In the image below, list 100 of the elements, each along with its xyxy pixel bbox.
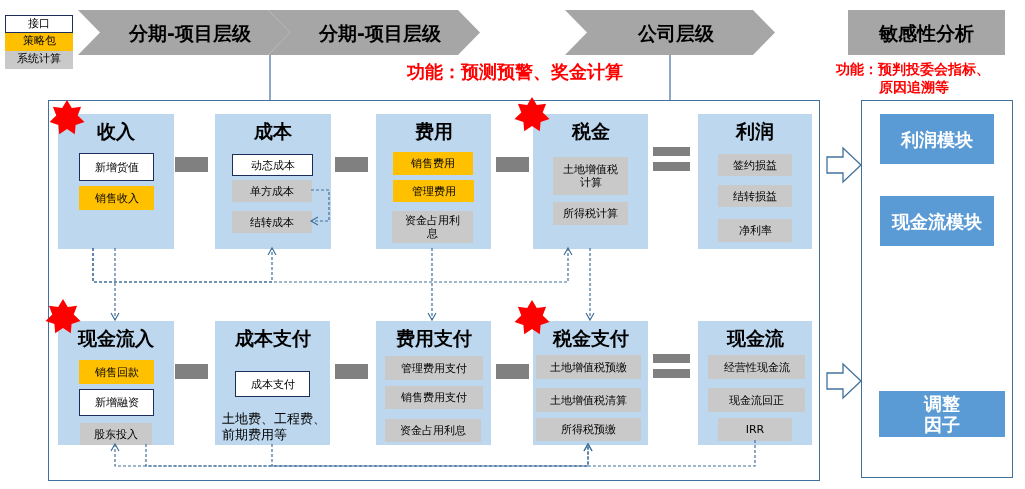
module-box [880,114,994,164]
module-label: 调整因子 [922,393,961,435]
item-box [79,389,154,416]
item-box [553,157,628,195]
dashed-arrow [110,247,120,321]
banner-label: 敏感性分析 [878,21,975,46]
module-box [880,196,994,246]
panel [215,321,330,445]
panel [698,321,812,445]
item-box [235,371,310,397]
item-box [385,419,481,442]
panel [215,114,331,249]
banner-label: 分期-项目层级 [128,21,252,46]
module-label: 利润模块 [899,128,974,150]
module-box [879,391,1005,437]
chevron-banner [565,10,775,55]
chevron-banner [268,10,480,55]
item-label: 销售回款 [93,365,140,379]
function-note: 功能：预测预警、奖金计算 [406,60,624,84]
item-label: 结转成本 [249,215,295,229]
panel-title: 利润 [734,119,775,144]
frame [861,100,1013,478]
panel [698,114,812,249]
dashed-arrow [585,247,595,321]
item-box [80,423,152,445]
item-box [232,154,313,176]
block-arrow [826,362,862,400]
item-box [718,154,792,176]
item-box [385,386,483,409]
item-label: 新增货值 [93,160,140,174]
item-label: 新增融资 [93,396,140,409]
item-box [232,180,312,202]
item-box [708,388,805,412]
item-box [536,418,641,441]
item-label: 净利率 [737,224,773,237]
legend-label: 策略包 [21,33,57,49]
panel-title: 税金支付 [551,326,630,351]
panel [58,114,174,249]
item-label: 单方成本 [249,184,295,198]
dashed-arrow [310,189,330,226]
module-label: 现金流模块 [890,210,983,232]
item-box [393,180,474,202]
item-box [79,153,154,181]
block-arrow [826,146,862,184]
legend-label: 接口 [27,16,51,32]
dashed-arrow [427,247,437,321]
panel-title: 成本支付 [233,326,312,351]
panel-title: 费用支付 [394,326,473,351]
panel [58,321,174,445]
banner-label: 公司层级 [637,21,715,46]
item-label: 土地增值税预缴 [549,360,628,374]
legend-label: 系统计算 [16,51,62,67]
item-label: 所得税预缴 [560,423,617,436]
panel-title: 税金 [570,119,611,144]
panel [376,114,491,249]
dashed-arrow [271,443,593,467]
panel [376,321,491,445]
item-label: 土地增值税计算 [562,163,619,189]
item-box [385,356,483,380]
panel [533,114,648,249]
panel-title: 成本 [253,119,293,144]
panel-title: 现金流 [725,326,785,351]
item-label: 股东投入 [93,427,139,441]
item-label: 经营性现金流 [722,360,791,374]
connector-line [269,54,271,101]
item-label: 销售费用支付 [400,391,468,404]
item-box [79,360,154,384]
function-note: 功能：预判投委会指标、原因追溯等 [836,60,991,96]
panel-title: 收入 [96,119,136,144]
banner-label: 分期-项目层级 [318,21,442,46]
item-box [393,152,473,175]
dashed-arrow [92,247,573,283]
item-box [79,186,154,210]
item-box [553,202,628,225]
item-label: 资金占用利息 [399,424,467,437]
panel-title: 费用 [413,119,454,144]
item-label: 结转损益 [732,189,778,203]
header-box [848,10,1005,55]
item-label: 管理费用 [410,184,457,198]
item-box [392,211,473,243]
item-label: 现金流回正 [728,393,785,407]
connector-line [669,54,671,101]
item-label: 所得税计算 [562,207,619,220]
panel-title: 现金流入 [76,326,155,351]
item-label: 资金占用利息 [404,214,461,240]
panel [533,321,648,445]
chevron-banner [78,10,290,55]
item-box [708,355,805,379]
item-label: 土地增值税清算 [549,393,628,407]
item-label: 销售收入 [93,191,140,205]
item-box [718,219,792,242]
item-label: 成本支付 [249,377,296,391]
item-label: IRR [744,423,766,436]
item-label: 管理费用支付 [400,361,468,375]
panel-note: 土地费、工程费、前期费用等 [222,411,327,443]
item-label: 动态成本 [249,158,296,172]
frame [48,100,820,481]
item-label: 签约损益 [732,158,778,172]
item-box [536,388,641,412]
dashed-arrow [110,439,756,467]
